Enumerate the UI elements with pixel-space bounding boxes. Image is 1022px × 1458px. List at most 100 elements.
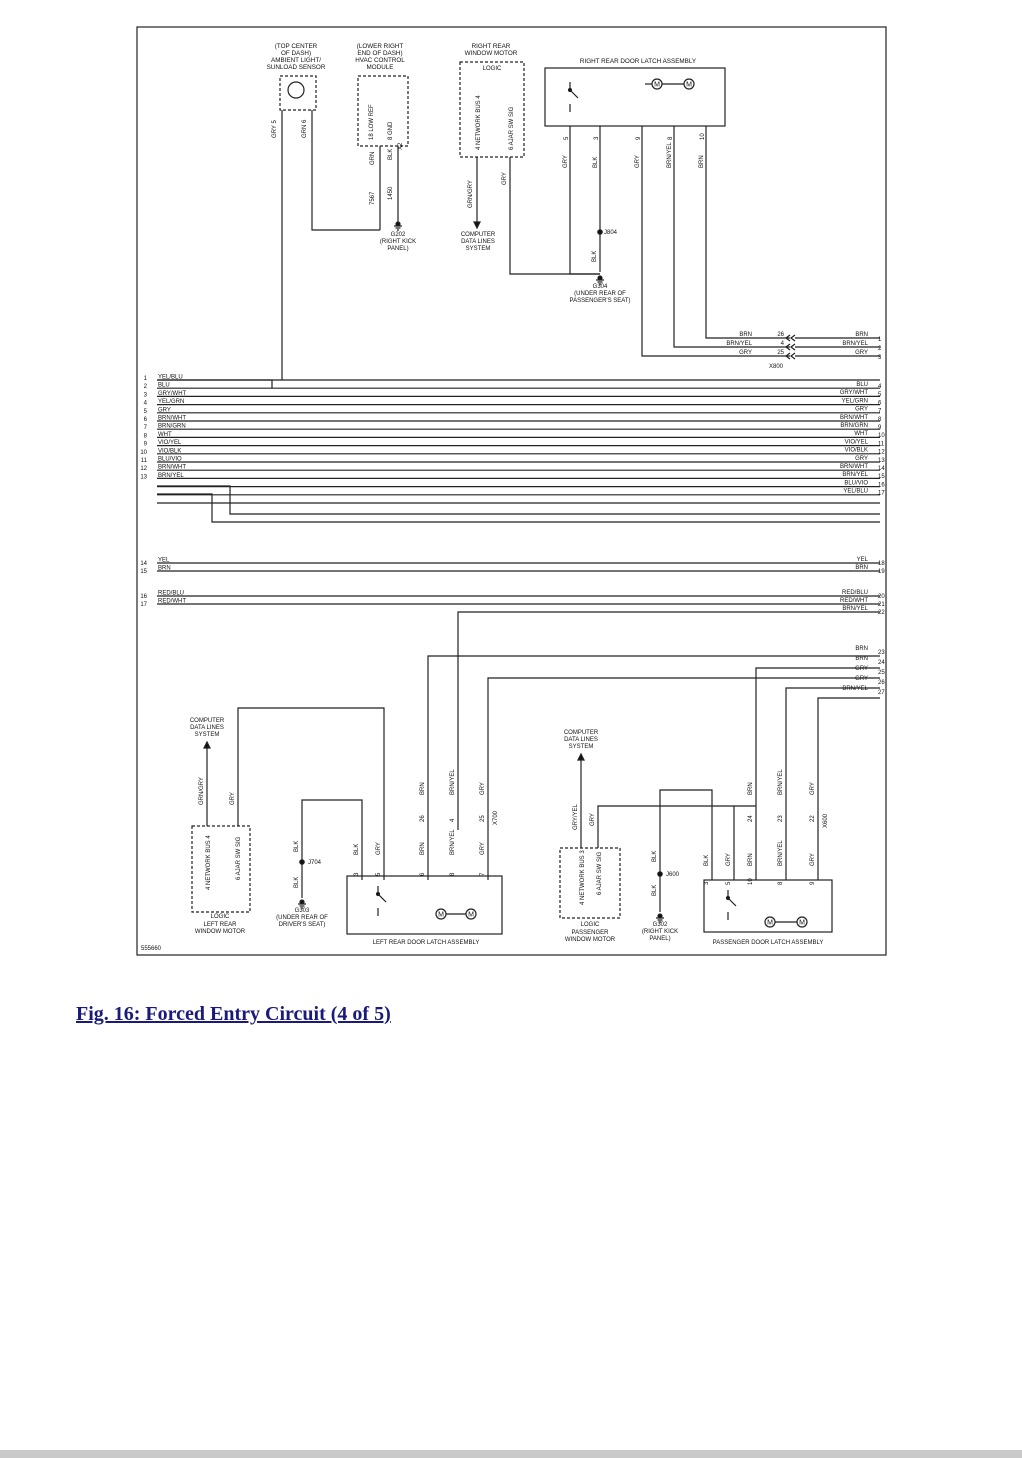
wire-color: GRY [726,853,732,866]
wire-color: BLK [388,149,394,160]
g202-ground [394,225,402,231]
wire-color: BRN/YEL [667,142,673,168]
wire-number: 2 [878,346,882,352]
wire-color: BLK [592,251,598,262]
sensor-box [279,75,317,111]
g304-label: PASSENGER'S SEAT) [570,298,631,304]
wire-color: BRN [420,782,426,795]
wire-color: BRN [739,332,752,338]
rr-motor-box [459,61,525,158]
rr-motor-title: WINDOW MOTOR [465,50,518,57]
rr-latch-pin: 8 [668,136,674,140]
lr-motor-title: WINDOW MOTOR [195,929,246,935]
wire-color: GRY [810,782,816,795]
wire-number: 25 [878,670,885,676]
computer-data-lines: COMPUTER [461,232,496,238]
hvac-title: HVAC CONTROL [355,57,405,64]
lower-wire [487,677,880,880]
wire-color: GRY [855,676,868,682]
wire-color: GRY/WHT [158,391,187,397]
wire-color: GRY [480,782,486,795]
lr-latch-pin: 8 [450,872,456,876]
j600-splice [657,871,663,877]
wire-color: GRY [563,155,569,168]
computer-data-lines: DATA LINES [461,239,495,245]
wire-color: BLU [856,382,868,388]
wire-color: GRY [635,155,641,168]
bus-number: 7 [144,425,148,431]
bus-number: 2 [144,384,148,390]
wire-color: BLK [593,157,599,168]
lr-motor-box [191,825,251,913]
wire-color: BRN [158,566,171,572]
figure-caption[interactable]: Fig. 16: Forced Entry Circuit (4 of 5) [76,1003,391,1025]
data-arrow [473,221,481,230]
hvac-title: END OF DASH) [357,50,402,57]
wire-color: BLK [652,885,658,896]
hvac-title: MODULE [367,64,394,71]
pass-latch-pin: 10 [748,878,754,885]
wire-color: GRY [590,813,596,826]
pin-label: GRY 5 [272,120,278,138]
bus-jog [157,379,273,388]
wire-color: RED/BLU [842,590,868,596]
pass-motor-title: PASSENGER [572,930,610,936]
wire-number: 10 [878,433,885,439]
connector-pin: 4 [450,818,456,822]
wire-color: GRY/WHT [840,390,869,396]
wire-color: YEL/BLU [843,489,868,495]
wire-color: BLU/VIO [844,480,868,486]
pass-motor-box [559,847,621,919]
wire-color: GRY [158,407,171,413]
wire-number: 8 [878,417,882,423]
wire-number: 6 [878,400,882,406]
bus-number: 1 [144,376,148,382]
lr-latch-pin: 6 [420,872,426,876]
page-scrollbar[interactable] [0,1450,1022,1458]
mid-wire [457,611,880,830]
wire-color: BRN/GRN [840,423,868,429]
hvac-pin: 8 GND [388,121,394,140]
g302-label: (RIGHT KICK [642,929,678,935]
image-id: 555660 [141,946,162,952]
pass-latch-pin: 5 [726,881,732,885]
rr-latch-gry [569,126,600,275]
wire-number: 9 [878,425,882,431]
wire-color: BRN [855,332,868,338]
wire-color: GRN [370,152,376,165]
bus-number: 16 [140,594,147,600]
wire-number: 21 [878,602,885,608]
lower-wire [755,667,880,880]
wire-color: BLK [294,841,300,852]
wire-color: BRN [699,155,705,168]
wire-color: WHT [158,432,172,438]
wire-color: BRN/YEL [726,341,752,347]
lower-wire [427,655,880,880]
pass-blk-wire [659,789,713,912]
bus-number: 15 [140,569,147,575]
wire-color: BRN/YEL [158,473,184,479]
sensor-title: AMBIENT LIGHT/ [271,57,321,64]
wire-number: 3 [878,355,882,361]
wire-number: 12 [878,450,885,456]
lower-wire [785,687,880,880]
motor-label: M [438,912,444,919]
rr-latch-w3 [705,126,790,339]
connector-x800 [785,343,796,351]
wire-color: GRY [739,350,752,356]
wire-color: YEL/GRN [158,399,184,405]
wire-color: GRY [502,172,508,185]
wire-color: BRN/GRN [158,424,186,430]
wire-color: BLK [354,844,360,855]
wire-color: BRN/YEL [842,686,868,692]
pass-latch-pin: 9 [810,881,816,885]
data-arrow [577,752,585,761]
wire-number: 24 [878,660,885,666]
wire-number: 17 [878,491,885,497]
wire-color: GRY [810,853,816,866]
wire-color: RED/BLU [158,591,184,597]
rr-latch-pin: 10 [700,133,706,140]
computer-data-lines: SYSTEM [466,246,491,252]
rr-latch-pin: 3 [594,136,600,140]
wire-number: 11 [878,441,885,447]
